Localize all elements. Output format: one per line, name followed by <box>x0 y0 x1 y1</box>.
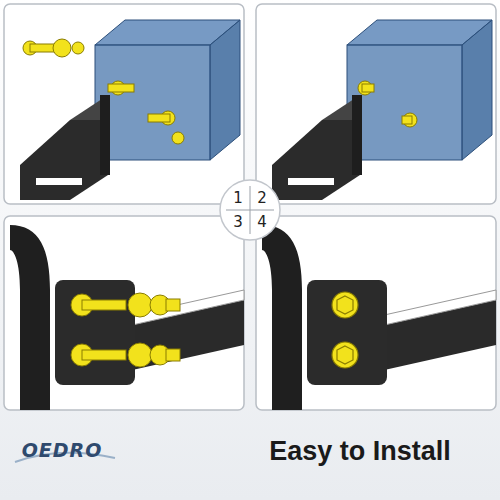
step-number: 2 <box>257 190 267 207</box>
caption-text: Easy to Install <box>269 437 451 467</box>
step-number: 4 <box>257 214 267 231</box>
brand-logo: OEDRO <box>22 440 103 461</box>
step-number: 3 <box>233 214 243 231</box>
step-number: 1 <box>233 190 243 207</box>
